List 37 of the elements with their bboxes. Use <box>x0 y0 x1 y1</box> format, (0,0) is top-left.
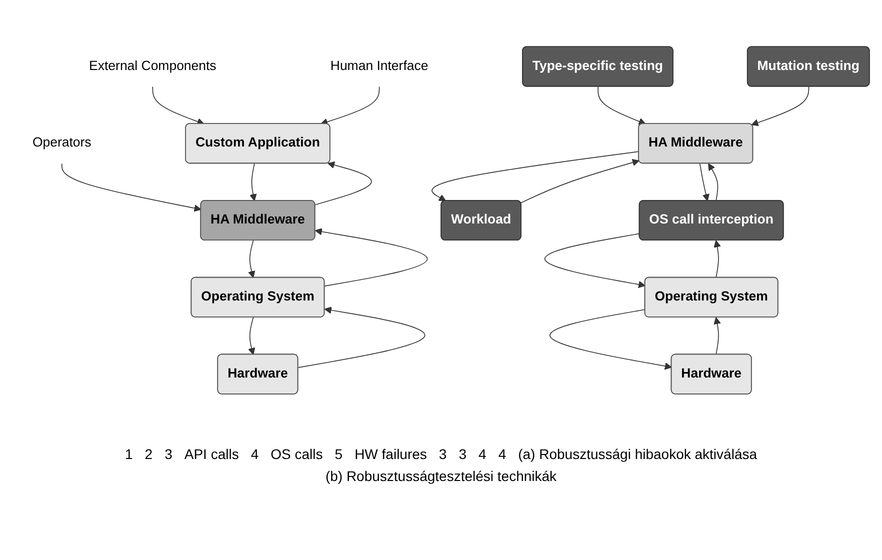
node-text: Human Interface <box>330 58 428 73</box>
arrow <box>432 150 640 201</box>
node-text: External Components <box>89 58 216 73</box>
node-text: Operators <box>32 136 92 150</box>
arrow <box>314 228 428 286</box>
arrow <box>298 306 426 368</box>
arrow <box>714 316 721 355</box>
arrow <box>61 162 202 212</box>
note-label: 4 <box>478 446 486 462</box>
note-label: 1 <box>124 446 133 462</box>
arrow <box>314 161 372 205</box>
note-label: 4 <box>498 446 506 462</box>
arrow <box>320 86 380 126</box>
note-label: 3 <box>458 446 467 462</box>
arrow <box>714 240 721 278</box>
note-label: 3 <box>164 446 172 462</box>
note-label: OS calls <box>270 446 323 462</box>
note-label: (a) Robusztussági hibaokok aktiválása <box>518 446 758 462</box>
arrow <box>520 158 640 203</box>
arrow <box>250 162 257 201</box>
arrow <box>550 308 672 370</box>
note-label: HW failures <box>354 446 427 462</box>
arrow <box>751 86 810 126</box>
note-label: 2 <box>144 446 153 462</box>
arrow <box>708 163 718 201</box>
flowchart-drawing: External Components Human Interface Operators Custom Application HA Middleware Operating System Hardware Type-specific testing Mutation testing Workload HA Middleware OS call interception Operating System Hardware <box>6 40 876 400</box>
arrow <box>544 232 646 288</box>
note-label: 4 <box>250 446 259 462</box>
arrow <box>248 240 256 278</box>
arrow <box>248 316 256 355</box>
arrow <box>152 86 204 125</box>
arrow <box>598 86 646 125</box>
note-label: 3 <box>438 446 447 462</box>
arrow <box>699 162 710 201</box>
note-label: (b) Robusztusságtesztelési technikák <box>325 468 557 484</box>
note-label: API calls <box>184 446 239 462</box>
note-label: 5 <box>334 446 343 462</box>
